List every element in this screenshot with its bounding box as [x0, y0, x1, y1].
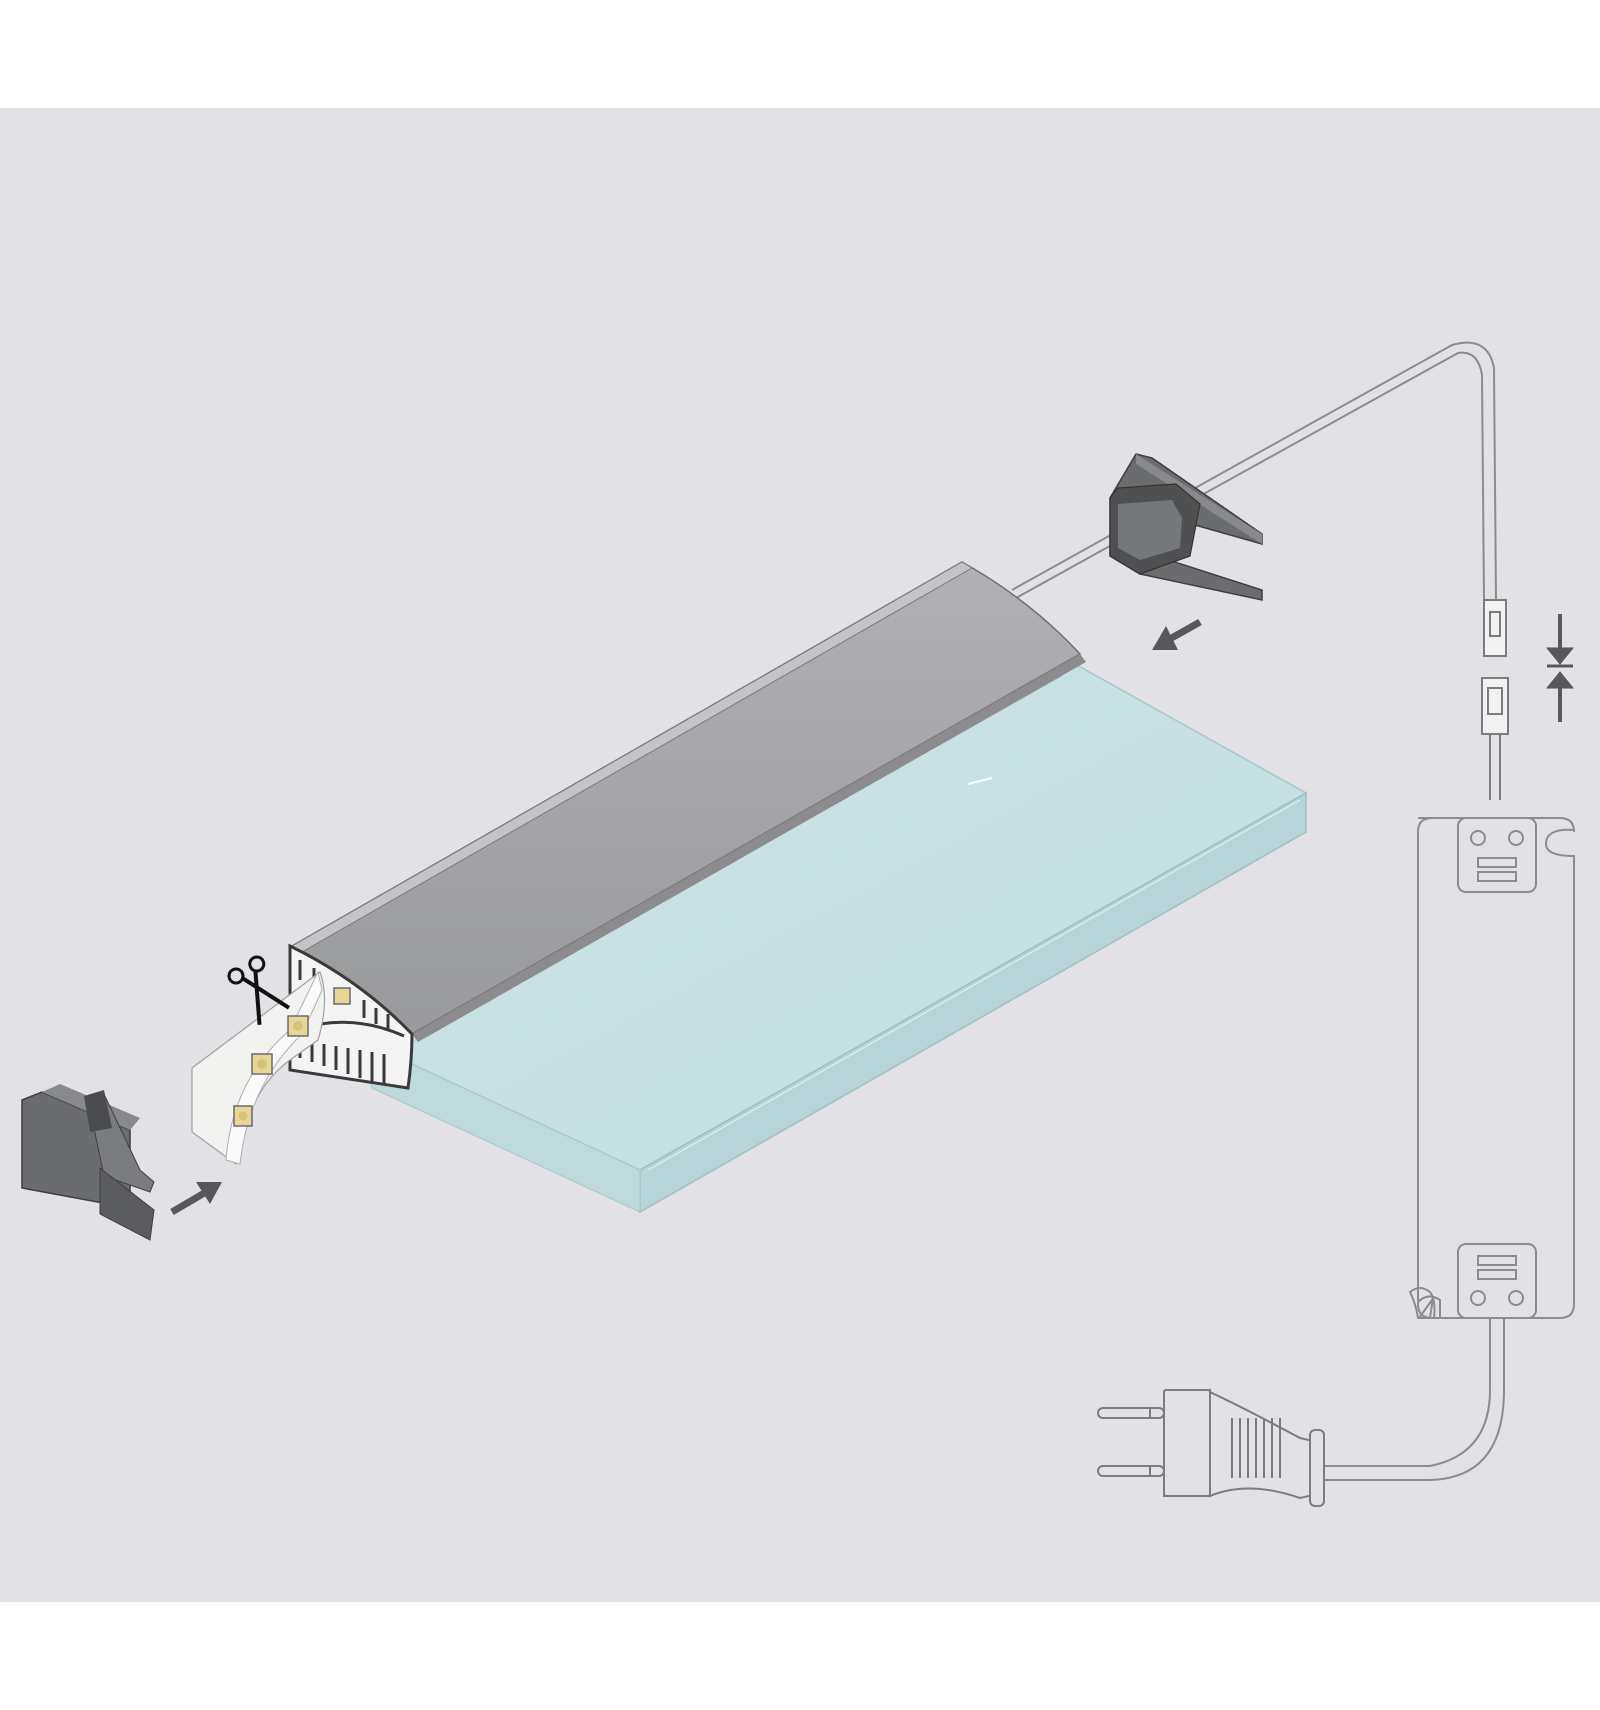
led-strip	[191, 970, 326, 1166]
mains-plug	[1097, 1388, 1325, 1507]
arrow-icon	[1152, 618, 1202, 650]
end-cap-right	[1109, 453, 1263, 601]
led-chip	[287, 1015, 309, 1037]
led-chip	[233, 1105, 253, 1127]
aluminium-profile	[288, 561, 1086, 1090]
scissors-icon	[227, 955, 291, 1025]
connector-arrows-icon	[1545, 614, 1575, 722]
power-cable	[1011, 341, 1497, 601]
power-supply	[1408, 817, 1575, 1319]
cable-connector	[1481, 599, 1509, 800]
mains-cable	[1322, 1318, 1505, 1481]
end-cap-left	[21, 1084, 155, 1241]
led-chip	[251, 1053, 273, 1075]
arrow-icon	[170, 1182, 222, 1216]
